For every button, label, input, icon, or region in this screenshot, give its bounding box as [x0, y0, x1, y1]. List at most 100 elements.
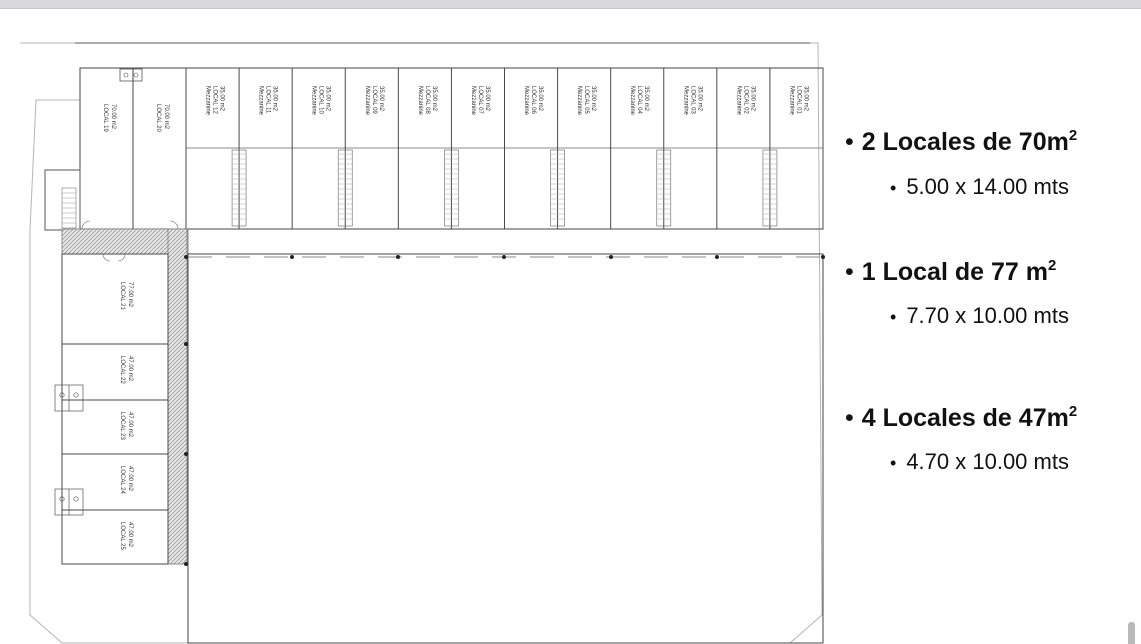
unit-text: Mezzanine: [788, 86, 794, 116]
restroom-icon: [54, 384, 84, 516]
left-unit-outline: [61, 343, 169, 401]
column-dot: [184, 452, 188, 456]
unit-text: 70.00 m2: [163, 104, 169, 130]
unit-text: 35.00 m2: [378, 86, 384, 112]
unit-text: LOCAL 12: [212, 86, 218, 114]
unit-text: Mezzanine: [364, 86, 370, 116]
unit-text: LOCAL 25: [119, 522, 125, 550]
column-dot: [184, 342, 188, 346]
unit-text: 35.00 m2: [643, 86, 649, 112]
unit-text: Mezzanine: [735, 86, 741, 116]
unit-text: 47.00 m2: [127, 522, 133, 548]
unit-text: LOCAL 07: [477, 86, 483, 114]
unit-text: 47.00 m2: [127, 466, 133, 492]
spec-3-dims: •4.70 x 10.00 mts: [890, 449, 1069, 474]
unit-text: 47.00 m2: [127, 356, 133, 382]
unit-text: 35.00 m2: [484, 86, 490, 112]
unit-text: LOCAL 22: [119, 356, 125, 384]
mezzanine-stairs: [231, 149, 778, 227]
unit-text: LOCAL 04: [636, 86, 642, 114]
unit-text: LOCAL 02: [742, 86, 748, 114]
unit-text: LOCAL 05: [583, 86, 589, 114]
spec-1-heading: •2 Locales de 70m2: [845, 127, 1078, 156]
unit-text: LOCAL 20: [155, 104, 161, 132]
unit-text: 35.00 m2: [802, 86, 808, 112]
stair-icon: [337, 149, 353, 227]
column-dot: [184, 255, 188, 259]
unit-text: Mezzanine: [470, 86, 476, 116]
unit-text: LOCAL 03: [689, 86, 695, 114]
unit-text: LOCAL 01: [795, 86, 801, 114]
left-unit-outline: [61, 509, 169, 565]
staircase-icon: [44, 169, 81, 231]
unit-text: Mezzanine: [576, 86, 582, 116]
unit-text: Mezzanine: [417, 86, 423, 116]
corridor-top: [61, 228, 189, 255]
restroom-icon: [119, 68, 143, 82]
unit-text: Mezzanine: [682, 86, 688, 116]
unit-text: 35.00 m2: [219, 86, 225, 112]
spec-3-heading: •4 Locales de 47m2: [845, 403, 1078, 432]
spec-1-dims: •5.00 x 14.00 mts: [890, 174, 1069, 199]
column-dot: [715, 255, 719, 259]
stair-icon: [444, 149, 459, 227]
unit-text: Mezzanine: [523, 86, 529, 116]
unit-text: 47.00 m2: [127, 412, 133, 438]
unit-text: LOCAL 10: [318, 86, 324, 114]
column-dot: [396, 255, 400, 259]
unit-text: 35.00 m2: [696, 86, 702, 112]
unit-dividers: [185, 68, 824, 229]
unit-text: 77.00 m2: [127, 282, 133, 308]
unit-text: LOCAL 06: [530, 86, 536, 114]
left-units: [61, 253, 169, 565]
unit-text: LOCAL 23: [119, 412, 125, 440]
unit-text: LOCAL 21: [119, 282, 125, 310]
stair-icon: [762, 149, 778, 227]
left-unit-outline: [61, 399, 169, 455]
left-unit-outline: [61, 453, 169, 511]
column-dot: [821, 255, 825, 259]
open-area: [187, 253, 824, 644]
corridor-side: [167, 228, 188, 565]
unit-text: LOCAL 24: [119, 466, 125, 494]
unit-text: 35.00 m2: [590, 86, 596, 112]
column-dot: [502, 255, 506, 259]
unit-text: 35.00 m2: [325, 86, 331, 112]
unit-text: Mezzanine: [205, 86, 211, 116]
column-dot: [184, 562, 188, 566]
stair-icon: [656, 149, 672, 227]
structural-columns: [184, 255, 825, 566]
unit-text: Mezzanine: [629, 86, 635, 116]
left-unit-outline: [61, 253, 169, 345]
unit-text: LOCAL 09: [371, 86, 377, 114]
column-dot: [290, 255, 294, 259]
unit-text: 70.00 m2: [110, 104, 116, 130]
stair-icon: [231, 149, 247, 227]
unit-text: LOCAL 19: [102, 104, 108, 132]
door-icon: [81, 220, 179, 262]
unit-text: LOCAL 08: [424, 86, 430, 114]
unit-text: 35.00 m2: [749, 86, 755, 112]
scroll-indicator: [1128, 622, 1135, 644]
column-dot: [609, 255, 613, 259]
unit-text: 35.00 m2: [272, 86, 278, 112]
